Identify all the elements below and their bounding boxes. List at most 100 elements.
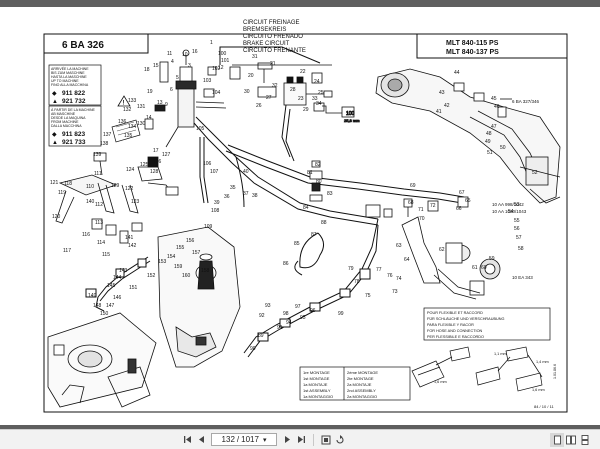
part-number-label: 28 bbox=[290, 87, 296, 93]
part-number-label: 90 bbox=[250, 346, 256, 352]
legend-code: 911 822 bbox=[62, 90, 86, 97]
part-number-label: 118 bbox=[64, 181, 72, 187]
part-number-label: 69 bbox=[410, 183, 416, 189]
single-page-view-button[interactable] bbox=[550, 432, 564, 447]
part-number-label: 59 bbox=[489, 256, 495, 262]
part-number-label: 24 bbox=[314, 79, 320, 85]
part-number-label: 101 bbox=[221, 58, 230, 64]
instruction-tag bbox=[111, 119, 141, 143]
part-number-label: 78 bbox=[354, 279, 360, 285]
two-page-view-button[interactable] bbox=[564, 433, 578, 447]
brake-lines bbox=[193, 46, 465, 226]
part-number-label: 115 bbox=[102, 252, 110, 258]
circuit-title-block: CIRCUIT FREINAGE BREMSEKREIS CIRCUITO FR… bbox=[243, 20, 306, 54]
part-number-label: 46 bbox=[494, 104, 500, 110]
legend-arrival-line: FINO ALLA MACCHINA bbox=[51, 83, 89, 87]
part-number-label: 136 bbox=[118, 119, 127, 125]
first-page-button[interactable] bbox=[180, 433, 194, 447]
montage-left-line: 1a MONTAJE bbox=[303, 382, 328, 387]
part-number-label: 138 bbox=[100, 141, 109, 147]
next-page-icon bbox=[284, 436, 290, 443]
legend-departure-line: FROM MACHINE bbox=[51, 120, 79, 124]
part-number-label: 76 bbox=[387, 273, 393, 279]
part-number-label: 20 bbox=[248, 73, 254, 79]
part-number-label: 16 bbox=[192, 49, 198, 55]
master-cylinder-assembly bbox=[144, 49, 227, 148]
montage-right-line: 2ème MONTAGE bbox=[347, 370, 378, 375]
circuit-title-1: CIRCUIT FREINAGE bbox=[243, 20, 300, 26]
part-number-label: 25 bbox=[318, 90, 324, 96]
svg-text:!: ! bbox=[123, 101, 125, 107]
part-number-label: 32 bbox=[272, 83, 278, 89]
part-number-label: 12 bbox=[218, 65, 224, 71]
part-number-label: 21 bbox=[270, 61, 276, 67]
part-number-label: 13 bbox=[157, 100, 163, 106]
part-number-label: 95 bbox=[300, 315, 306, 321]
last-page-button[interactable] bbox=[294, 433, 308, 447]
next-page-button[interactable] bbox=[280, 433, 294, 447]
legend-departure-line: AB MASCHINE bbox=[51, 112, 76, 116]
part-number-label: 124 bbox=[126, 167, 135, 173]
part-number-label: 134 bbox=[128, 124, 137, 130]
part-number-label: 49 bbox=[485, 139, 491, 145]
part-number-label: 82 bbox=[315, 162, 321, 168]
part-number-label: 149 bbox=[88, 293, 97, 299]
part-number-label: 38 bbox=[252, 193, 258, 199]
part-number-label: 17 bbox=[153, 148, 159, 154]
part-number-label: 4 bbox=[171, 59, 174, 65]
warning-triangle-icon: ! bbox=[117, 95, 131, 107]
part-number-label: 121 bbox=[50, 180, 59, 186]
part-number-label: 64 bbox=[404, 257, 410, 263]
dimension-label: 1,6 mm bbox=[434, 380, 447, 384]
hose-note-line: FOR HOSE AND CONNECTION bbox=[427, 329, 483, 333]
hose-note-box: POUR FLEXIBLE ET RACCORD FÜR SCHLÄUCHE U… bbox=[423, 307, 551, 341]
montage-right-line: 2te MONTAGE bbox=[347, 376, 374, 381]
part-number-label: 67 bbox=[459, 190, 465, 196]
legend-departure-line: DALLA MACCHINA bbox=[51, 124, 82, 128]
part-number-label: 147 bbox=[106, 303, 115, 309]
part-number-label: 23 bbox=[298, 96, 304, 102]
part-number-label: 31 bbox=[252, 54, 258, 60]
part-number-label: 96 bbox=[310, 308, 316, 314]
previous-page-button[interactable] bbox=[194, 433, 208, 447]
continuous-view-button[interactable] bbox=[578, 433, 592, 447]
part-number-label: 47 bbox=[491, 124, 497, 130]
part-number-label: 22 bbox=[300, 69, 306, 75]
rear-axle bbox=[375, 68, 561, 204]
part-number-label: 132 bbox=[123, 107, 132, 113]
legend-arrival-line: HASTA LA MASCHINE bbox=[51, 75, 87, 79]
part-number-label: 128 bbox=[150, 169, 159, 175]
montage-right-line: 2a MONTAGGIO bbox=[347, 394, 377, 399]
part-number-label: 71 bbox=[418, 207, 424, 213]
last-page-icon bbox=[297, 436, 305, 443]
part-number-label: 87 bbox=[311, 232, 317, 238]
two-page-icon bbox=[566, 435, 576, 444]
part-number-label: 112 bbox=[95, 202, 103, 208]
triangle-icon: ▲ bbox=[52, 99, 58, 105]
part-number-label: 157 bbox=[192, 250, 201, 256]
cross-ref-label: 10 EA 343 bbox=[512, 275, 533, 280]
page-frame bbox=[43, 33, 568, 413]
toolbar-separator bbox=[313, 433, 314, 446]
part-number-label: 105 bbox=[196, 126, 205, 132]
fit-page-button[interactable] bbox=[319, 433, 333, 447]
part-number-label: 51 bbox=[487, 150, 493, 156]
part-number-label: 58 bbox=[518, 246, 524, 252]
part-number-label: 37 bbox=[243, 191, 249, 197]
hose-note-line: PARA FLEXIBLE Y RACOR bbox=[427, 323, 474, 327]
diamond-icon: ◆ bbox=[52, 91, 57, 97]
part-number-label: 148 bbox=[93, 303, 102, 309]
legend-code: 921 733 bbox=[62, 139, 86, 146]
document-page: 6 BA 326 CIRCUIT FREINAGE BREMSEKREIS CI… bbox=[0, 7, 600, 425]
montage-left-line: 1a MONTAGGIO bbox=[303, 394, 333, 399]
part-number-label: 50 bbox=[500, 145, 506, 151]
rotate-button[interactable] bbox=[333, 433, 347, 447]
part-number-label: 156 bbox=[186, 238, 195, 244]
page-number-field[interactable]: 132 / 1017 ▾ bbox=[211, 433, 277, 446]
part-number-label: 126 bbox=[153, 159, 162, 165]
legend-code: 921 732 bbox=[62, 98, 86, 105]
circuit-title-4: BRAKE CIRCUIT bbox=[243, 41, 290, 47]
circuit-title-2: BREMSEKREIS bbox=[243, 27, 286, 33]
part-number-label: 122 bbox=[125, 186, 134, 192]
part-number-label: 153 bbox=[158, 259, 167, 265]
